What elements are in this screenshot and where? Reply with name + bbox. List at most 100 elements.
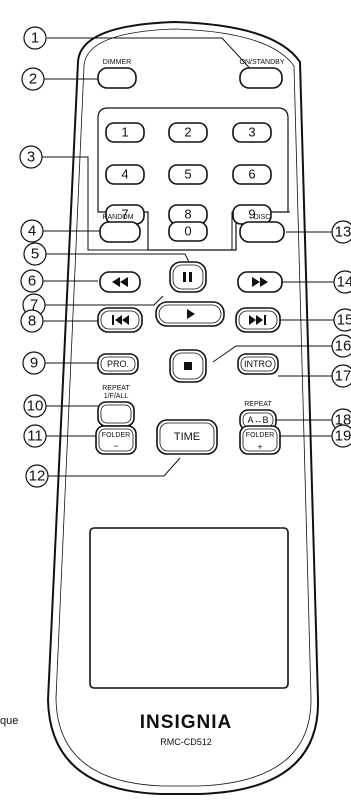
callout-16: 16 [331, 334, 351, 358]
key-9[interactable]: 9 [232, 204, 272, 225]
callout-3: 3 [19, 145, 43, 169]
play-icon [187, 309, 195, 319]
svg-text:6: 6 [28, 273, 36, 290]
repeat-ab-label: REPEAT [244, 401, 272, 408]
svg-text:FOLDER: FOLDER [246, 432, 274, 439]
callout-17: 17 [331, 364, 351, 388]
svg-text:4: 4 [28, 223, 36, 240]
random-label: RANDOM [102, 214, 133, 221]
callout-6: 6 [20, 269, 44, 293]
previous-track-button[interactable] [97, 307, 143, 333]
time-button[interactable]: TIME [156, 419, 218, 455]
svg-text:−: − [113, 441, 118, 451]
svg-text:9: 9 [248, 207, 255, 222]
callout-1: 1 [23, 26, 47, 50]
svg-text:0: 0 [184, 224, 191, 239]
keypad-frame [97, 107, 289, 251]
previous-track-icon [112, 315, 129, 325]
svg-text:TIME: TIME [174, 431, 200, 443]
disc-label: DISC [254, 214, 271, 221]
pause-icon [183, 272, 186, 282]
disc-button[interactable] [239, 221, 285, 243]
svg-text:10: 10 [27, 398, 44, 415]
svg-text:11: 11 [27, 428, 43, 445]
folder-minus-button[interactable]: FOLDER − [95, 425, 137, 455]
svg-text:4: 4 [121, 167, 128, 182]
svg-text:15: 15 [337, 312, 351, 329]
folder-plus-button[interactable]: FOLDER + [239, 425, 281, 455]
svg-text:3: 3 [248, 125, 255, 140]
repeat-1f-all-label-line1: REPEAT [102, 385, 130, 392]
callout-14: 14 [333, 270, 351, 294]
rewind-icon [112, 277, 128, 287]
callout-10: 10 [23, 394, 47, 418]
stop-button[interactable] [169, 349, 207, 383]
svg-text:7: 7 [30, 297, 38, 314]
repeat-1f-all-label-line2: 1/F/ALL [104, 393, 129, 400]
svg-text:FOLDER: FOLDER [102, 432, 130, 439]
brand-logo: INSIGNIA [140, 712, 232, 733]
random-button[interactable] [99, 221, 141, 243]
dimmer-button[interactable] [97, 67, 137, 89]
dimmer-label: DIMMER [103, 59, 131, 66]
key-2[interactable]: 2 [168, 122, 208, 143]
key-0[interactable]: 0 [168, 221, 208, 242]
callout-4: 4 [20, 219, 44, 243]
key-5[interactable]: 5 [168, 164, 208, 185]
svg-text:5: 5 [31, 246, 39, 263]
svg-text:6: 6 [248, 167, 255, 182]
svg-text:+: + [257, 442, 262, 452]
key-4[interactable]: 4 [105, 164, 145, 185]
callout-12: 12 [25, 464, 49, 488]
play-button[interactable] [155, 301, 225, 327]
svg-text:INTRO: INTRO [244, 359, 272, 369]
model-number: RMC-CD512 [160, 737, 212, 747]
svg-text:7: 7 [121, 207, 128, 222]
repeat-1f-all-button[interactable] [97, 401, 135, 427]
on-standby-label: ON/STANDBY [240, 59, 285, 66]
svg-text:8: 8 [184, 207, 191, 222]
callout-2: 2 [21, 67, 45, 91]
pause-button[interactable] [169, 261, 207, 293]
svg-text:8: 8 [28, 313, 36, 330]
svg-text:2: 2 [184, 125, 191, 140]
svg-text:13: 13 [335, 224, 351, 241]
svg-text:9: 9 [30, 355, 38, 372]
svg-text:1: 1 [31, 30, 39, 47]
svg-text:18: 18 [335, 412, 351, 429]
on-standby-button[interactable] [239, 67, 283, 89]
fast-forward-icon [252, 277, 268, 287]
svg-text:1: 1 [121, 125, 128, 140]
callout-11: 11 [23, 424, 47, 448]
next-track-button[interactable] [235, 307, 281, 333]
svg-text:17: 17 [335, 368, 351, 385]
rewind-button[interactable] [99, 271, 141, 293]
battery-panel [89, 527, 289, 689]
svg-text:12: 12 [29, 468, 46, 485]
callout-8: 8 [20, 309, 44, 333]
callout-19: 19 [331, 424, 351, 448]
key-3[interactable]: 3 [232, 122, 272, 143]
cropped-text: que [0, 715, 18, 727]
callout-15: 15 [333, 308, 351, 332]
key-1[interactable]: 1 [105, 122, 145, 143]
svg-text:5: 5 [184, 167, 191, 182]
svg-text:14: 14 [337, 274, 351, 291]
svg-text:19: 19 [335, 428, 351, 445]
callout-9: 9 [22, 351, 46, 375]
svg-text:3: 3 [27, 149, 35, 166]
next-track-icon [249, 315, 266, 325]
svg-text:A↔B: A↔B [247, 415, 268, 425]
callout-13: 13 [331, 220, 351, 244]
svg-text:PRO.: PRO. [107, 359, 129, 369]
fast-forward-button[interactable] [237, 271, 283, 293]
svg-text:16: 16 [335, 338, 351, 355]
intro-button[interactable]: INTRO [237, 353, 279, 375]
key-8[interactable]: 8 [168, 204, 208, 225]
key-6[interactable]: 6 [232, 164, 272, 185]
callout-5: 5 [23, 242, 47, 266]
stop-icon [184, 362, 192, 370]
svg-text:2: 2 [29, 71, 37, 88]
program-button[interactable]: PRO. [97, 353, 139, 375]
